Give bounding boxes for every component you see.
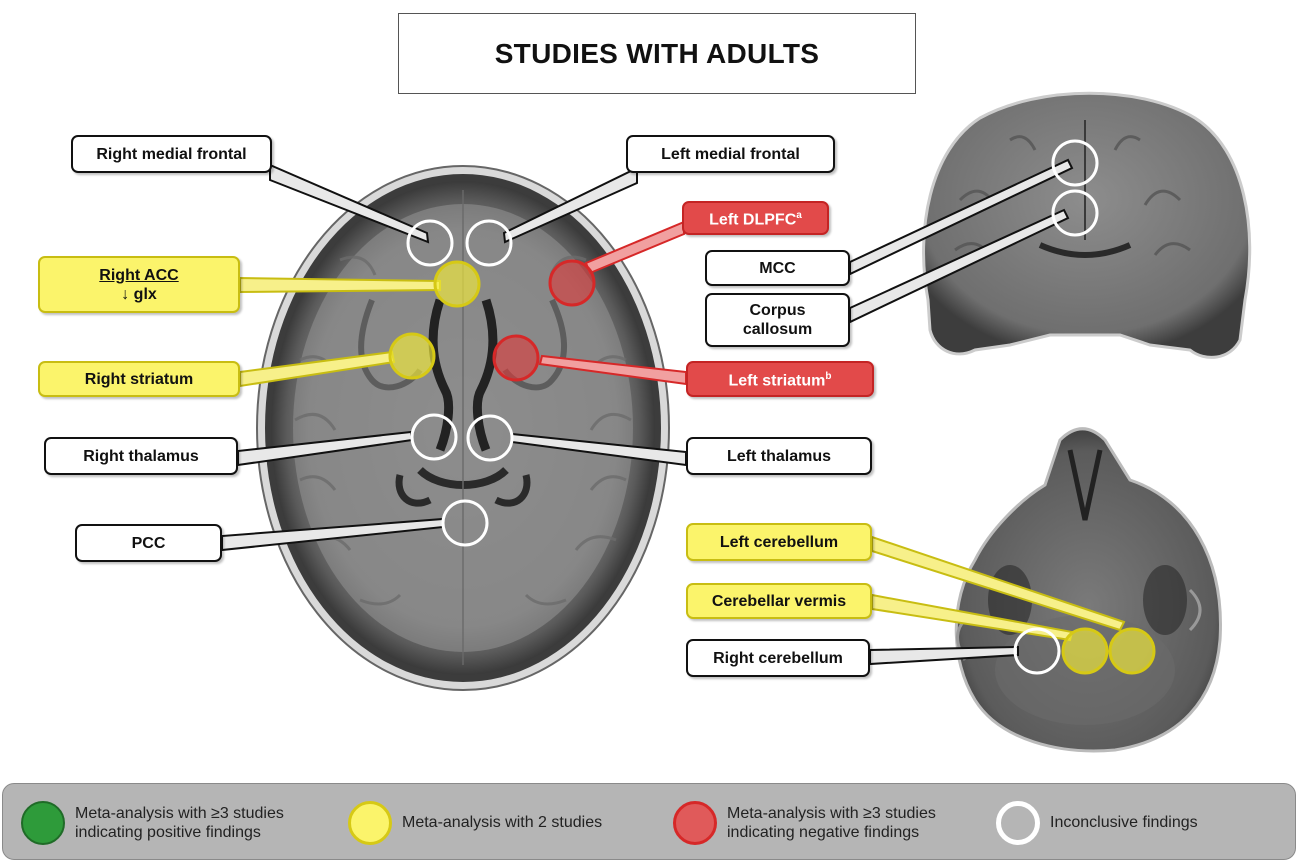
legend: Meta-analysis with ≥3 studies indicating…: [2, 783, 1296, 860]
label-text: Corpus: [750, 301, 806, 320]
label-text: Right ACC: [99, 266, 178, 285]
label-left-dlpfc: Left DLPFCa: [682, 201, 829, 235]
label-subtext: ↓ glx: [121, 285, 157, 304]
label-mcc: MCC: [705, 250, 850, 286]
label-left-medial-frontal: Left medial frontal: [626, 135, 835, 173]
legend-item-yellow: Meta-analysis with 2 studies: [348, 784, 602, 861]
label-text-line2: callosum: [743, 320, 812, 339]
figure-title: STUDIES WITH ADULTS: [398, 13, 916, 94]
label-text: Left thalamus: [727, 447, 831, 466]
label-left-thalamus: Left thalamus: [686, 437, 872, 475]
label-right-medial-frontal: Right medial frontal: [71, 135, 272, 173]
label-text: Right striatum: [85, 370, 193, 389]
label-text: Cerebellar vermis: [712, 592, 846, 611]
legend-text-white: Inconclusive findings: [1050, 813, 1198, 832]
label-right-striatum: Right striatum: [38, 361, 240, 397]
legend-item-red: Meta-analysis with ≥3 studies indicating…: [673, 784, 972, 861]
legend-text-red: Meta-analysis with ≥3 studies indicating…: [727, 804, 972, 842]
label-left-striatum: Left striatumb: [686, 361, 874, 397]
left-striatum-circle: [494, 336, 538, 380]
white-circle-icon: [996, 801, 1040, 845]
label-text: Left cerebellum: [720, 533, 838, 552]
label-right-cerebellum: Right cerebellum: [686, 639, 870, 677]
label-right-acc: Right ACC ↓ glx: [38, 256, 240, 313]
legend-text-yellow: Meta-analysis with 2 studies: [402, 813, 602, 832]
label-text: MCC: [759, 259, 795, 278]
label-text: PCC: [132, 534, 166, 553]
label-right-thalamus: Right thalamus: [44, 437, 238, 475]
label-text: Left medial frontal: [661, 145, 800, 164]
label-pcc: PCC: [75, 524, 222, 562]
label-text: Right cerebellum: [713, 649, 843, 668]
label-text: Right thalamus: [83, 447, 199, 466]
label-corpus-callosum: Corpus callosum: [705, 293, 850, 347]
label-text: Right medial frontal: [96, 145, 246, 164]
label-left-cerebellum: Left cerebellum: [686, 523, 872, 561]
legend-item-white: Inconclusive findings: [996, 784, 1198, 861]
coronal-brain-slice: [924, 93, 1250, 357]
label-text: Left striatumb: [728, 367, 831, 390]
right-striatum-circle: [390, 334, 434, 378]
red-circle-icon: [673, 801, 717, 845]
legend-text-green: Meta-analysis with ≥3 studies indicating…: [75, 804, 320, 842]
left-cerebellum-circle: [1110, 629, 1154, 673]
left-dlpfc-circle: [550, 261, 594, 305]
legend-item-green: Meta-analysis with ≥3 studies indicating…: [21, 784, 320, 861]
cerebellar-vermis-circle: [1063, 629, 1107, 673]
axial-brain-slice: [257, 166, 669, 690]
right-acc-circle: [435, 262, 479, 306]
label-text: Left DLPFCa: [709, 206, 802, 229]
green-circle-icon: [21, 801, 65, 845]
yellow-circle-icon: [348, 801, 392, 845]
label-cerebellar-vermis: Cerebellar vermis: [686, 583, 872, 619]
